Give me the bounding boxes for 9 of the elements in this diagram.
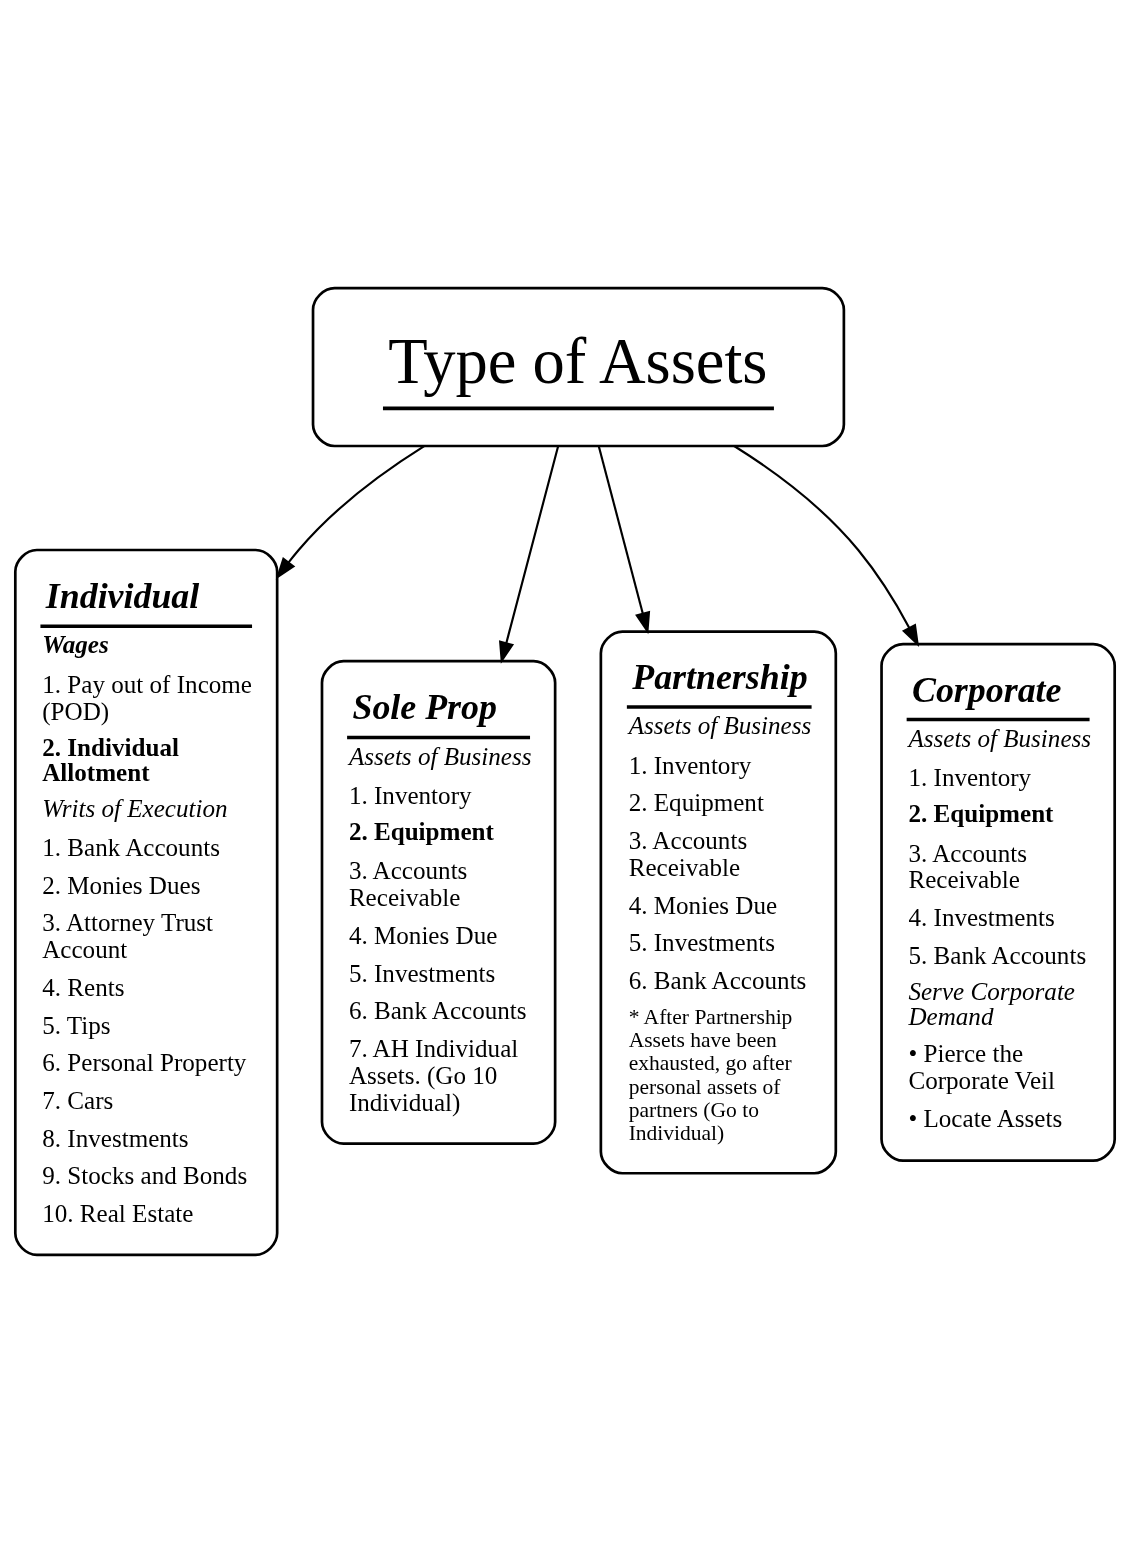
node-box: Partnership Assets of Business 1. Inventory 2. Equipment 3. Accounts Receivable 4. Monies Due 5. Investments 6. Bank Accounts * After Partnership Assets have been exhausted, go after personal assets of partners (Go to Individual) bbox=[599, 630, 838, 1175]
node-box: Corporate Assets of Business 1. Inventory 2. Equipment 3. Accounts Receivable 4. Investments 5. Bank Accounts Serve Corporate Demand • Pierce the Corporate Veil • Locate Assets bbox=[880, 642, 1117, 1162]
arrow bbox=[597, 445, 651, 635]
node-box: Sole Prop Assets of Business 1. Inventory 2. Equipment 3. Accounts Receivable 4. Monies Due 5. Investments 6. Bank Accounts 7. AH Individual Assets. (Go 10 Individual) bbox=[320, 659, 557, 1145]
node-box: Type of Assets bbox=[311, 286, 846, 448]
arrow bbox=[733, 445, 920, 647]
node-box: Individual Wages 1. Pay out of Income (POD) 2. Individual Allotment Writs of Execution 1. Bank Accounts 2. Monies Dues 3. Attorney Trust Account 4. Rents 5. Tips 6. Personal Property 7. Cars 8. Investments 9. Stocks and Bonds 10. Real Estate bbox=[13, 548, 279, 1257]
arrow bbox=[275, 445, 425, 580]
arrow bbox=[498, 445, 560, 664]
